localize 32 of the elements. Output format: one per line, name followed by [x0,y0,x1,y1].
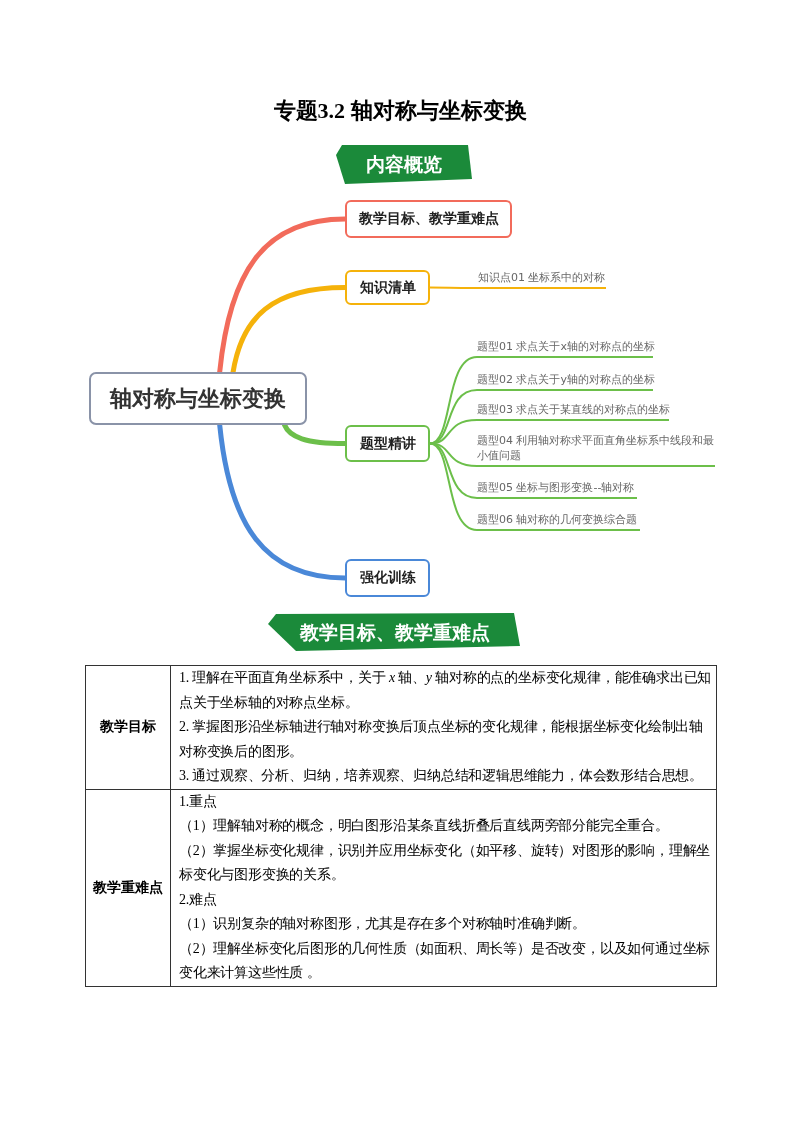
topic-box: 强化训练 [345,559,430,597]
subtopic-text: 题型02 求点关于y轴的对称点的坐标 [477,372,653,391]
branch-line [230,285,348,375]
list-item-text: 3. 通过观察、分析、归纳，培养观察、归纳总结和逻辑思维能力，体会数形结合思想。 [179,767,704,785]
section-heading: 1.重点 [179,792,218,811]
branch-line [429,442,478,531]
branch-line [217,216,348,375]
branch-line [429,286,479,289]
section-banner: 内容概览 [336,145,472,184]
subtopic-text: 题型03 求点关于某直线的对称点的坐标 [477,402,669,421]
section-heading: 2.难点 [179,890,218,909]
topic-box: 教学目标、教学重难点 [345,200,512,238]
subtopic-text: 题型04 利用轴对称求平面直角坐标系中线段和最小值问题 [477,433,715,467]
subtopic-text: 题型05 坐标与图形变换--轴对称 [477,480,637,499]
list-item-text: （1）理解轴对称的概念，明白图形沿某条直线折叠后直线两旁部分能完全重合。 [179,817,670,835]
page-title: 专题3.2 轴对称与坐标变换 [273,98,527,123]
row-header: 教学目标 [100,718,156,737]
row-header: 教学重难点 [93,878,163,897]
topic-box: 题型精讲 [345,425,430,462]
topic-box: 知识清单 [345,270,430,305]
list-item-text: （2）理解坐标变化后图形的几何性质（如面积、周长等）是否改变，以及如何通过坐标变化来计算这些性质 。 [179,939,712,982]
central-topic-box: 轴对称与坐标变换 [89,372,307,425]
section-banner: 教学目标、教学重难点 [268,613,522,652]
branch-line [217,422,348,581]
subtopic-text: 知识点01 坐标系中的对称 [478,270,606,289]
list-item-text: 2. 掌握图形沿坐标轴进行轴对称变换后顶点坐标的变化规律，能根据坐标变化绘制出轴对称变换后的图形。 [179,718,704,761]
list-item-text: （2）掌握坐标变化规律，识别并应用坐标变化（如平移、旋转）对图形的影响，理解坐标变化与图形变换的关系。 [179,841,712,884]
branch-line [282,422,348,446]
subtopic-text: 题型06 轴对称的几何变换综合题 [477,512,640,531]
list-item-text: 1. 理解在平面直角坐标系中，关于 x 轴、y 轴对称的点的坐标变化规律，能准确求出已知点关于坐标轴的对称点坐标。 [179,669,712,712]
list-item-text: （1）识别复杂的轴对称图形，尤其是存在多个对称轴时准确判断。 [179,915,587,933]
subtopic-text: 题型01 求点关于x轴的对称点的坐标 [477,339,653,358]
